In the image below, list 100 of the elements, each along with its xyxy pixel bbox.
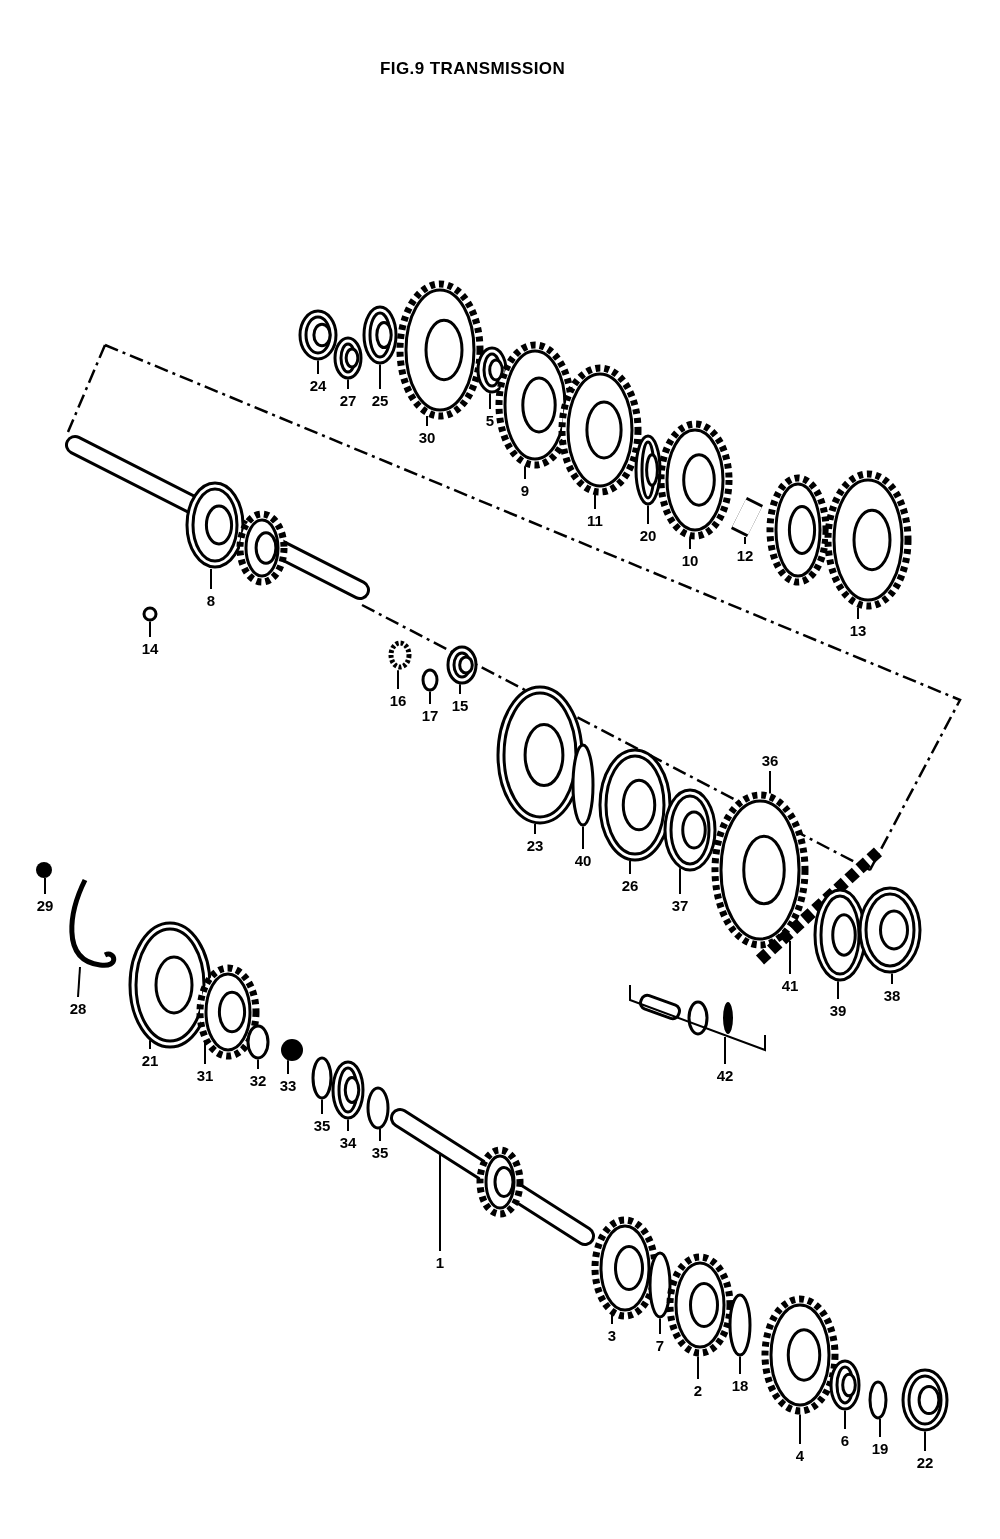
- washer: [648, 1251, 672, 1319]
- stopper-plate: [69, 878, 117, 968]
- callout-number: 15: [450, 697, 470, 713]
- leader-line: [379, 363, 381, 390]
- callout-number: 14: [140, 640, 160, 656]
- callout-number: 34: [338, 1134, 358, 1150]
- callout-number: 19: [870, 1440, 890, 1456]
- callout-number: 7: [654, 1337, 666, 1353]
- leader-line: [891, 972, 893, 985]
- bearing-ring: [331, 1060, 365, 1120]
- callout-number: 4: [794, 1447, 806, 1463]
- callout-number: 41: [780, 977, 800, 993]
- callout-number: 30: [417, 429, 437, 445]
- callout-number: 13: [848, 622, 868, 638]
- callout-number: 42: [715, 1067, 735, 1083]
- callout-number: 16: [388, 692, 408, 708]
- leader-line: [799, 1413, 801, 1445]
- leader-line: [210, 568, 212, 590]
- callout-number: 25: [370, 392, 390, 408]
- gear: [711, 791, 809, 949]
- leader-line: [659, 1317, 661, 1335]
- callout-number: 35: [370, 1144, 390, 1160]
- callout-number: 9: [519, 482, 531, 498]
- leader-line: [149, 620, 151, 638]
- bearing-ring: [128, 921, 212, 1049]
- leader-line: [739, 1355, 741, 1375]
- leader-line: [439, 1154, 441, 1252]
- callout-number: 11: [586, 512, 604, 528]
- gear: [766, 474, 830, 586]
- leader-line: [204, 1039, 206, 1065]
- leader-line: [459, 683, 461, 695]
- callout-number: 23: [525, 837, 545, 853]
- callout-number: 5: [484, 412, 496, 428]
- leader-line: [429, 690, 431, 705]
- leader-line: [837, 980, 839, 1000]
- callout-number: 28: [68, 1000, 88, 1016]
- leader-line: [844, 1409, 846, 1430]
- callout-number: 39: [828, 1002, 848, 1018]
- callout-number: 38: [882, 987, 902, 1003]
- leader-line: [524, 465, 526, 480]
- washer: [142, 606, 158, 622]
- callout-number: 10: [680, 552, 700, 568]
- leader-line: [857, 606, 859, 620]
- callout-number: 3: [606, 1327, 618, 1343]
- chain: [755, 845, 885, 965]
- leader-line: [744, 536, 746, 545]
- chain-joint-drawing: [629, 984, 766, 1052]
- gear: [657, 420, 733, 540]
- leader-line: [582, 825, 584, 850]
- leader-line: [679, 867, 681, 895]
- bearing-ring: [663, 788, 717, 872]
- leader-line: [44, 876, 46, 895]
- bearing-ring: [858, 886, 922, 974]
- callout-number: 37: [670, 897, 690, 913]
- bearing-ring: [362, 305, 398, 365]
- bearing-ring: [829, 1359, 861, 1411]
- bearing-ring: [333, 336, 363, 380]
- washer: [366, 1086, 390, 1130]
- leader-line: [924, 1430, 926, 1452]
- leader-line: [321, 1098, 323, 1115]
- callout-number: 22: [915, 1454, 935, 1470]
- leader-line: [347, 1118, 349, 1132]
- bearing-ring: [446, 645, 478, 685]
- leader-line: [629, 859, 631, 875]
- leader-line: [347, 378, 349, 390]
- spring: [388, 640, 412, 670]
- callout-number: 40: [573, 852, 593, 868]
- bolt-head: [281, 1039, 303, 1061]
- leader-line: [379, 1128, 381, 1142]
- bearing-ring: [901, 1368, 949, 1432]
- leader-line: [287, 1059, 289, 1075]
- leader-line: [697, 1355, 699, 1380]
- leader-line: [724, 1036, 726, 1065]
- callout-number: 18: [730, 1377, 750, 1393]
- gear: [196, 964, 260, 1060]
- callout-number: 6: [839, 1432, 851, 1448]
- leader-line: [879, 1417, 881, 1438]
- gear: [396, 280, 484, 420]
- gear: [666, 1253, 734, 1357]
- leader-line: [769, 770, 771, 795]
- callout-number: 17: [420, 707, 440, 723]
- leader-line: [611, 1313, 613, 1325]
- shaft: [390, 1108, 595, 1246]
- callout-number: 21: [140, 1052, 160, 1068]
- leader-line: [594, 493, 596, 510]
- figure-title: FIG.9 TRANSMISSION: [380, 58, 566, 80]
- leader-line: [534, 823, 536, 835]
- leader-line: [647, 504, 649, 525]
- callout-number: 32: [248, 1072, 268, 1088]
- callout-number: 20: [638, 527, 658, 543]
- callout-number: 8: [205, 592, 217, 608]
- leader-line: [149, 1039, 151, 1050]
- leader-line: [689, 537, 691, 550]
- washer: [421, 668, 439, 692]
- callout-number: 27: [338, 392, 358, 408]
- washer: [571, 743, 595, 827]
- callout-number: 12: [735, 547, 755, 563]
- leader-line: [489, 392, 491, 410]
- callout-number: 35: [312, 1117, 332, 1133]
- leader-line: [426, 414, 428, 427]
